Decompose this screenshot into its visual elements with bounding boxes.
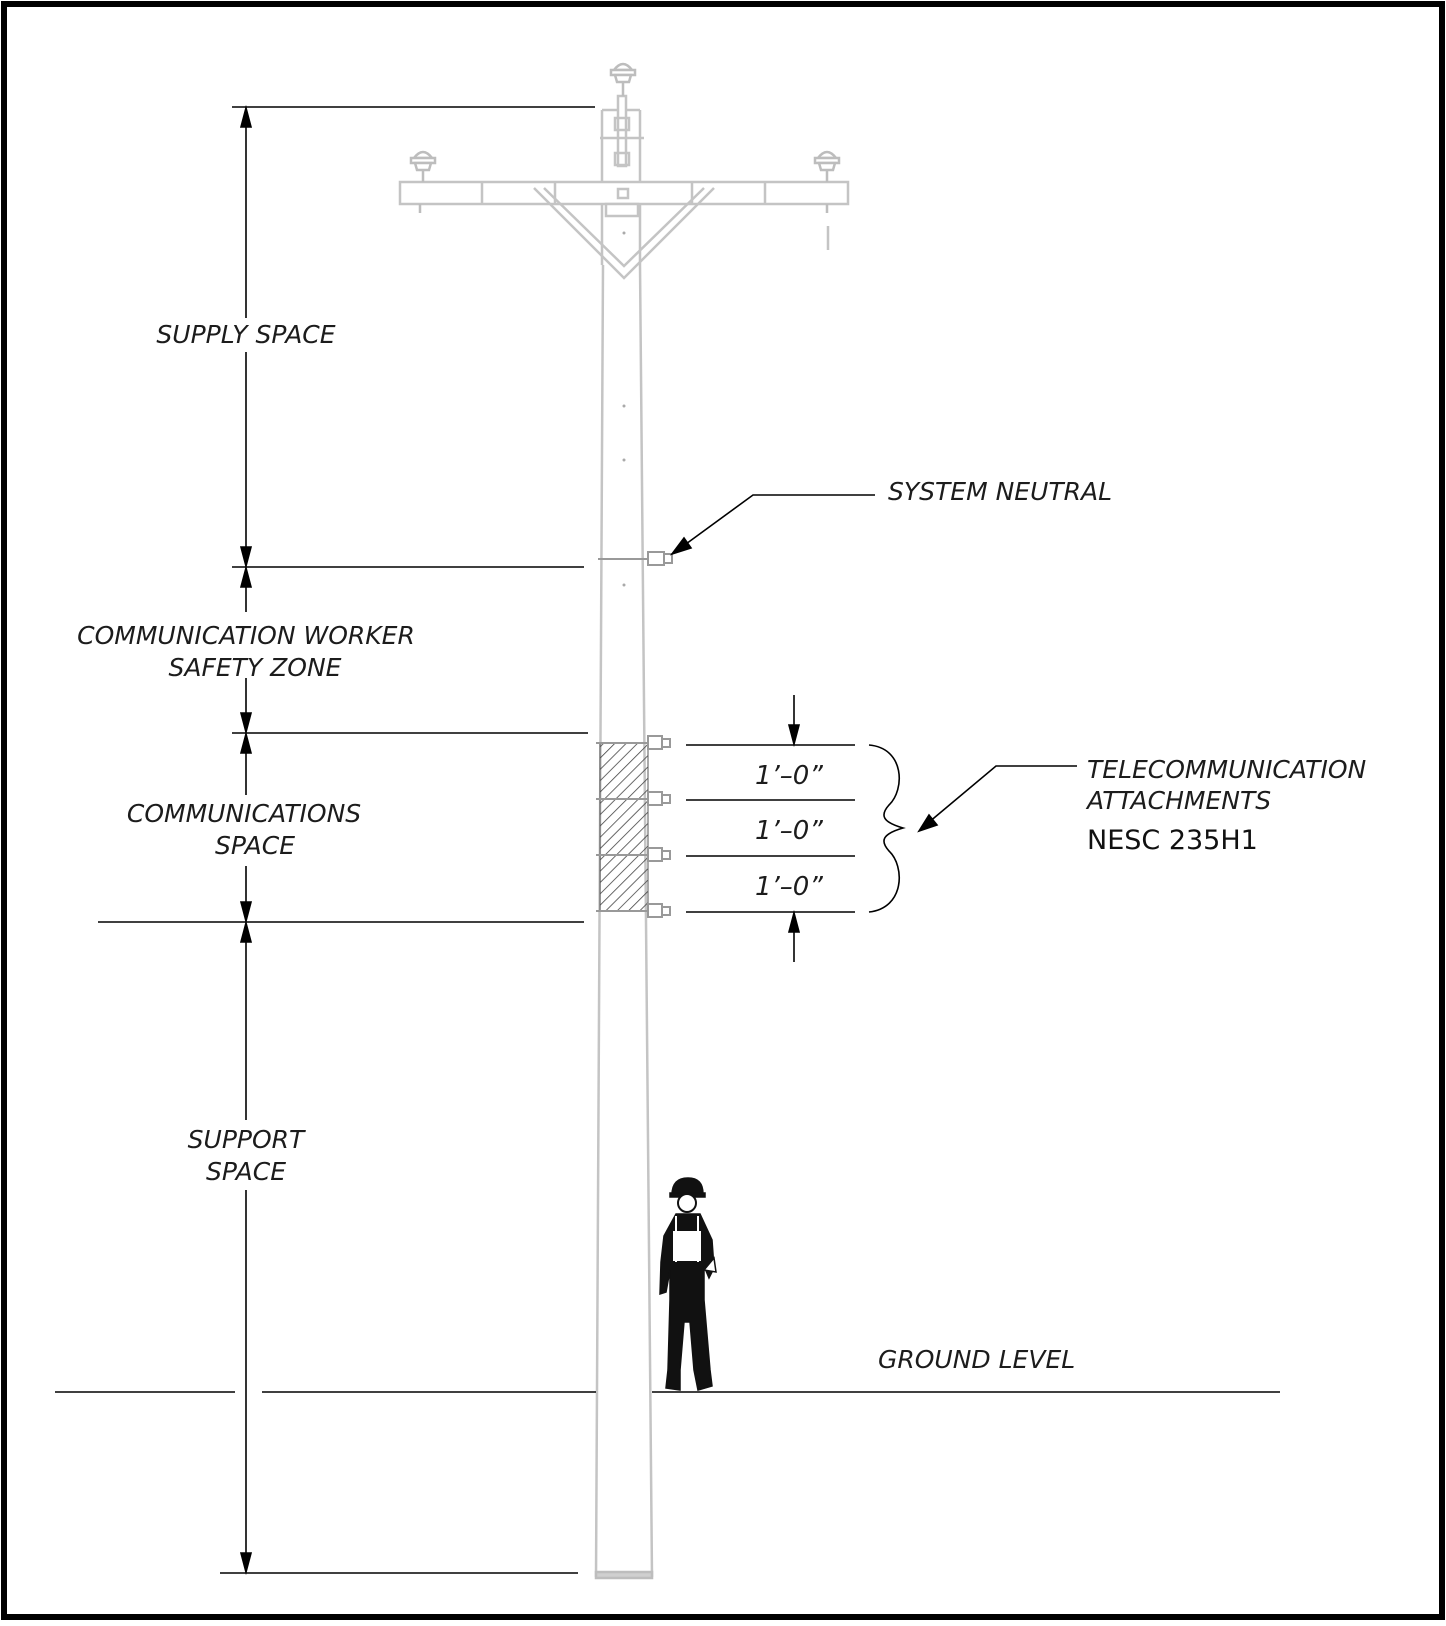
ground-level-label: GROUND LEVEL: [878, 1345, 1075, 1374]
spacing-label-1: 1’–0”: [755, 761, 823, 791]
communications-zone-hatch: [599, 742, 649, 912]
spacing-label-3: 1’–0”: [755, 872, 823, 902]
neutral-attachment: [598, 551, 673, 566]
support-space-label-line1: SUPPORT: [188, 1125, 306, 1154]
supply-space-label: SUPPLY SPACE: [156, 320, 335, 349]
telecom-attachments: [596, 735, 671, 918]
spacing-label-2: 1’–0”: [755, 816, 823, 846]
comm-worker-zone-label-line1: COMMUNICATION WORKER: [77, 621, 415, 650]
utility-worker-icon: [659, 1177, 717, 1391]
comm-worker-zone-label-line2: SAFETY ZONE: [169, 653, 342, 682]
system-neutral-label: SYSTEM NEUTRAL: [888, 477, 1112, 506]
dimension-lines: [55, 104, 1280, 1576]
support-space-label-line2: SPACE: [206, 1157, 286, 1186]
telecom-attachments-label-line2: ATTACHMENTS: [1085, 786, 1271, 815]
crossarm: [398, 180, 850, 280]
communications-space-label-line1: COMMUNICATIONS: [127, 799, 361, 828]
nesc-reference-label: NESC 235H1: [1087, 825, 1258, 856]
communications-space-label-line2: SPACE: [215, 831, 295, 860]
telecom-attachments-label-line1: TELECOMMUNICATION: [1087, 755, 1366, 784]
pin-insulator-icon: [409, 62, 841, 213]
